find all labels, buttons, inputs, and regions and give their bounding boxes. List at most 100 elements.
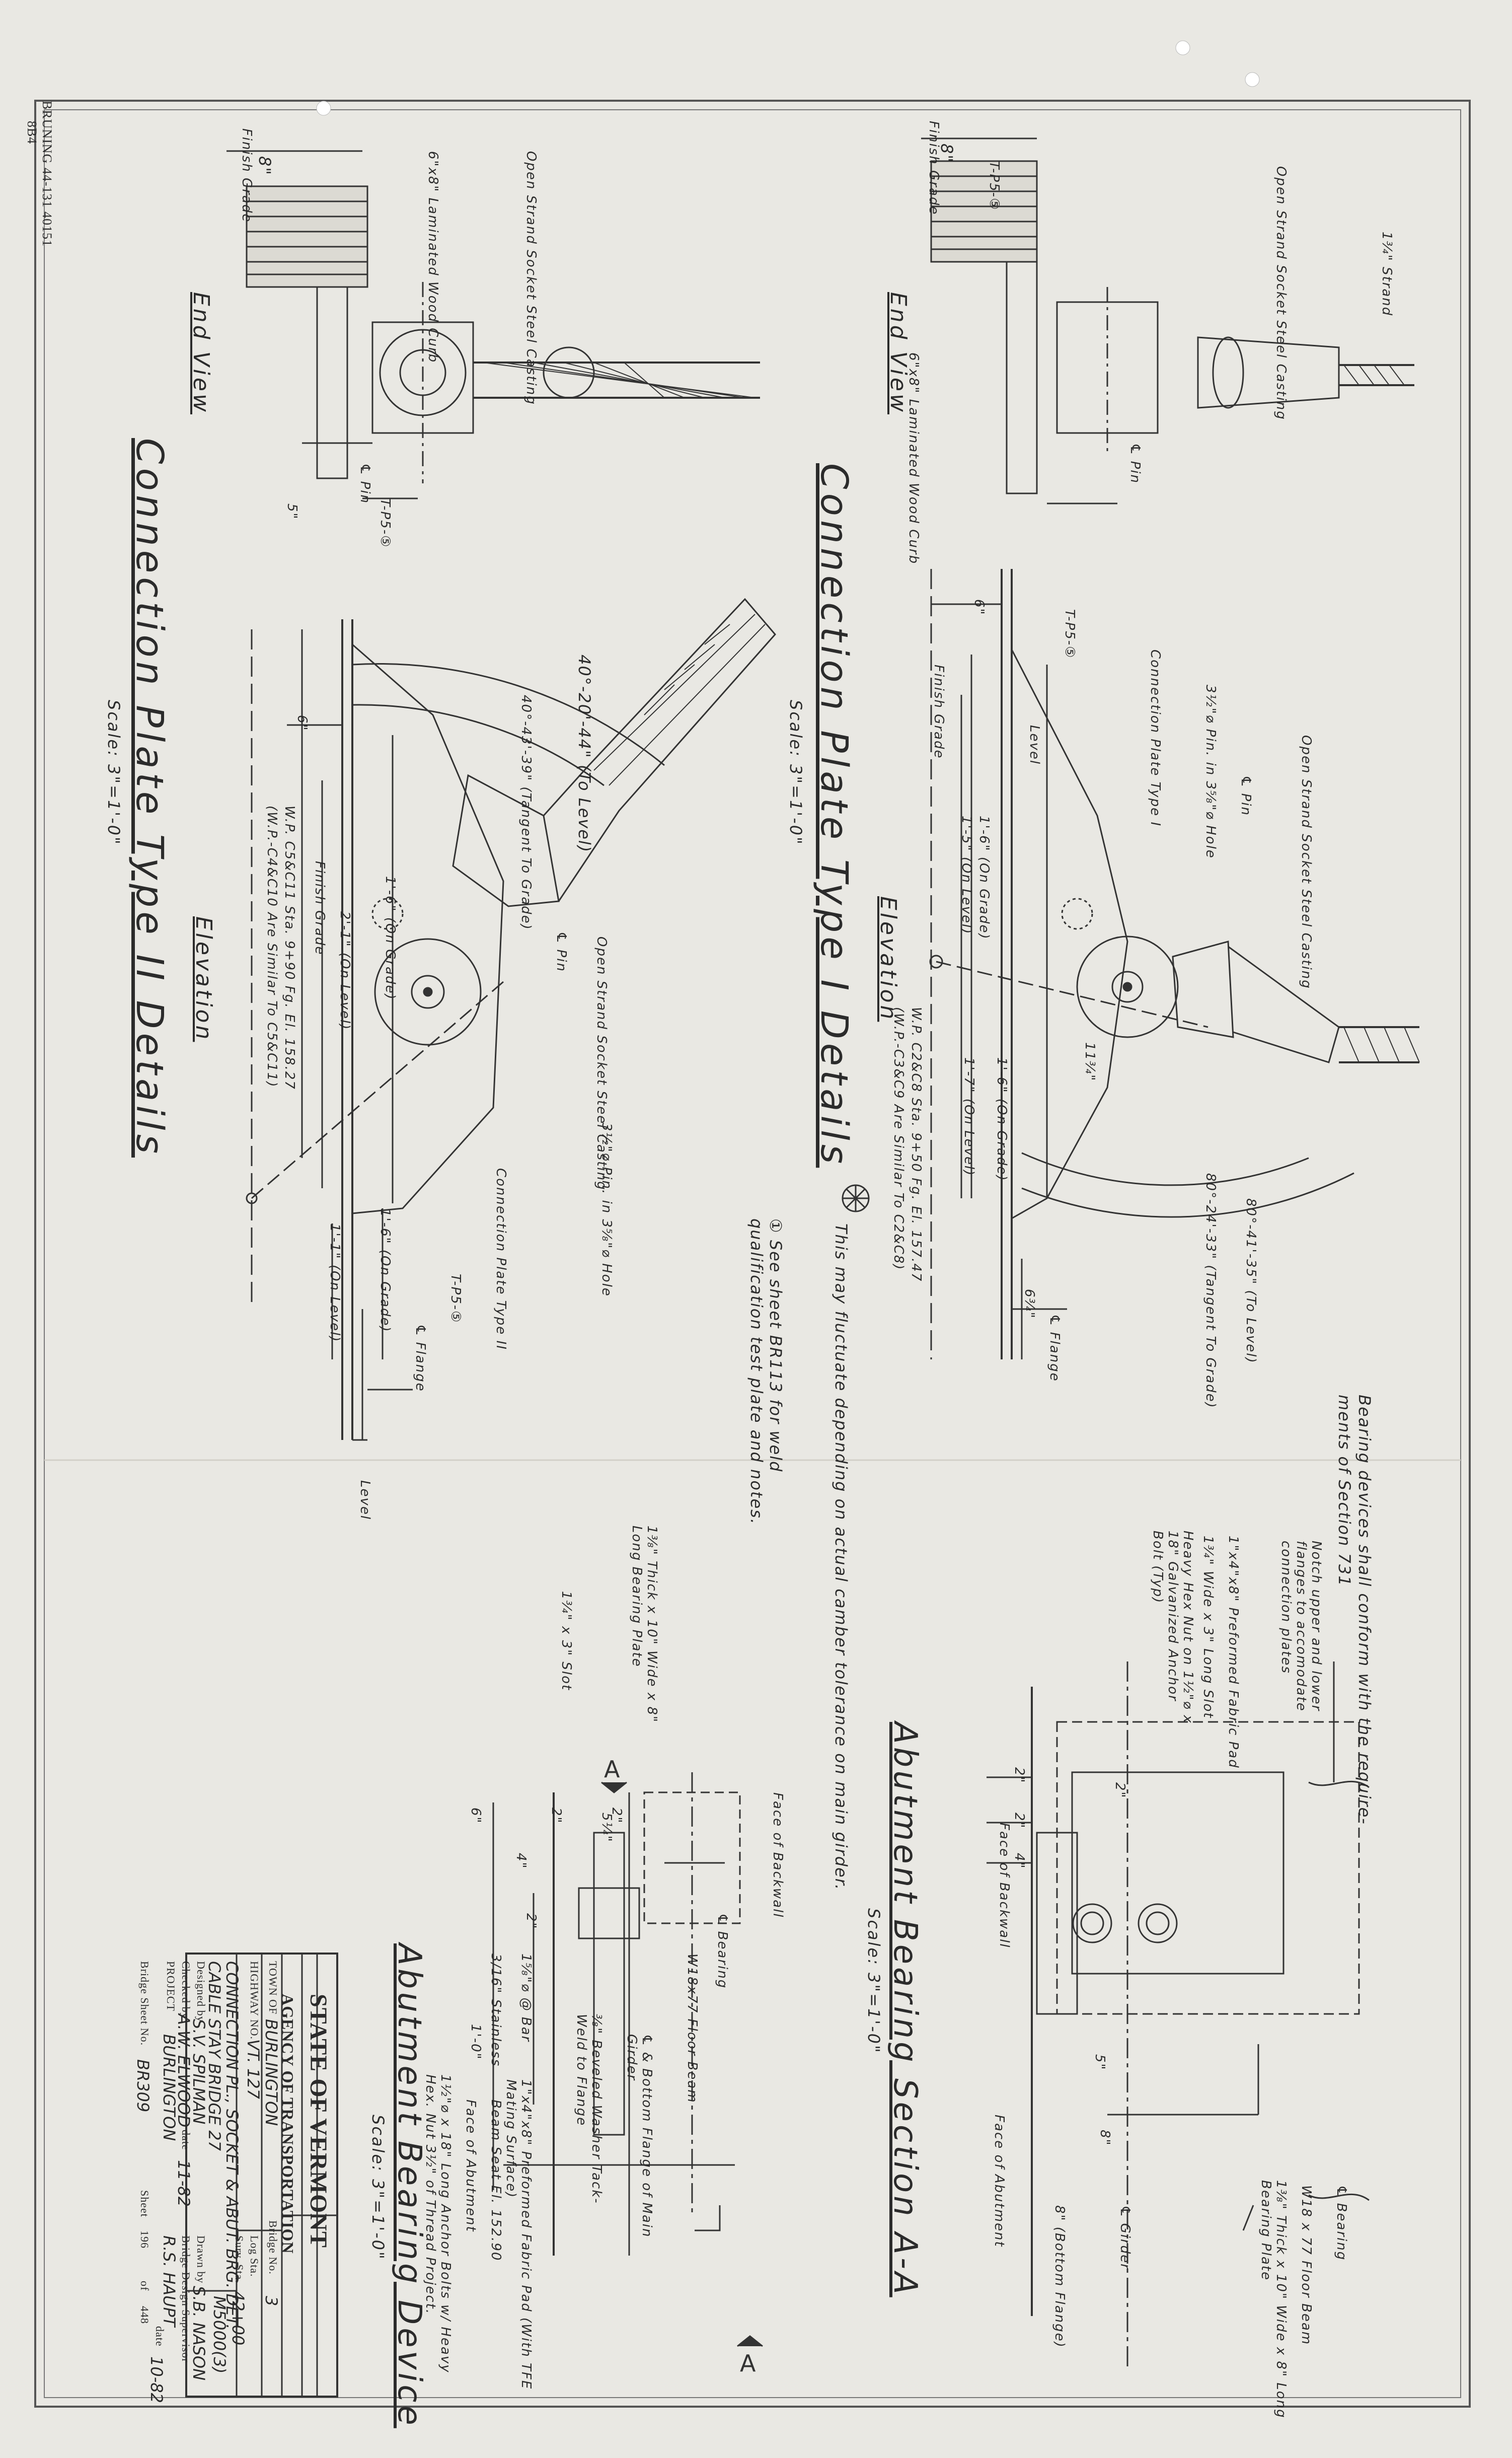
finish-grade-label: Finish Grade xyxy=(239,128,254,223)
dim-label: 1'-7" (On Level) xyxy=(961,1057,976,1177)
type-ii-elevation-label: Elevation xyxy=(191,916,216,1042)
tb-project-label: PROJECT xyxy=(165,1961,177,2011)
pin-centerline-label: ℄ Pin xyxy=(1127,443,1143,484)
dim-label: 8" xyxy=(1097,2130,1112,2146)
bearing-plate-label: 1⅜" Thick x 10" Wide x 8" Long Bearing P… xyxy=(1258,2180,1289,2419)
dim-label: 1'-6" (On Grade) xyxy=(377,1208,393,1333)
type-ii-scale: Scale: 3"=1'-0" xyxy=(104,700,123,846)
dim-label: 1'-0" xyxy=(468,2024,483,2060)
tb-bridge-no-label: Bridge No. xyxy=(267,2220,279,2275)
bearing-plate-label: 1⅜" Thick x 10" Wide x 8" Long Bearing P… xyxy=(629,1526,659,1723)
weld-tag: T-P5-⑤ xyxy=(448,1274,463,1324)
abutment-face-label: Face of Abutment xyxy=(463,2100,478,2232)
weld-tag: T-P5-⑤ xyxy=(377,498,393,548)
dim-label: 8" xyxy=(937,143,956,164)
dim-label: 2" xyxy=(523,1913,539,1930)
dim-label: 6" xyxy=(971,599,987,616)
wood-curb-label: 6"x8" Laminated Wood Curb xyxy=(906,352,921,565)
dim-label: 1'-6" (On Grade) xyxy=(994,1057,1009,1182)
notch-note: Notch upper and lower flanges to accomod… xyxy=(1278,1541,1324,1712)
punch-hole xyxy=(1175,40,1190,55)
angle-to-level-label: 80°-41'-35" (To Level) xyxy=(1243,1198,1258,1364)
anchor-bolt-label: 1½"⌀ x 18" Long Anchor Bolts w/ Heavy He… xyxy=(423,2074,453,2373)
weld-tag: T-P5-⑤ xyxy=(987,161,1002,211)
pin-hole-label: 3½"⌀ Pin. in 3⅝"⌀ Hole xyxy=(1203,685,1218,859)
weld-note: ① See sheet BR113 for weld qualification… xyxy=(747,1218,785,1525)
tb-town-label: TOWN OF xyxy=(267,1961,279,2015)
work-point-note: (W.P.-C4&C10 Are Similar To C5&C11) xyxy=(264,806,279,1088)
dim-label: 1'-1" (On Level) xyxy=(327,1223,342,1343)
tb-checked-label: Checked by xyxy=(180,1961,192,2019)
pin-hole-label: 3½"⌀ Pin. in 3⅝"⌀ Hole xyxy=(599,1123,614,1297)
beam-seat-label: Beam Seat El. 152.90 xyxy=(488,2100,503,2262)
bottom-flange-label: 8" (Bottom Flange) xyxy=(1052,2205,1067,2348)
dim-label: 1'-6" (On Grade) xyxy=(383,876,398,1000)
backwall-face-label: Face of Backwall xyxy=(770,1792,785,1918)
inner-border xyxy=(44,109,1461,2398)
punch-hole xyxy=(1245,72,1260,87)
dim-label: 8" xyxy=(255,156,274,176)
strand-label: 1¾" Strand xyxy=(1379,232,1394,317)
dim-label: 6¾" xyxy=(1022,1289,1037,1319)
slot-label: 1¾" x 3" Slot xyxy=(559,1591,574,1691)
floor-beam-label: W18x77 Floor Beam xyxy=(685,1954,700,2104)
type-ii-title: Connection Plate Type II Details xyxy=(128,438,171,1158)
tb-sheet-no: BR309 xyxy=(133,2059,153,2113)
stainless-label: 3/16" Stainless xyxy=(488,1954,503,2067)
flange-centerline-label: ℄ Flange xyxy=(1047,1314,1062,1382)
wood-curb-label: 6"x8" Laminated Wood Curb xyxy=(425,151,440,364)
backwall-face-label: Face of Backwall xyxy=(997,1823,1012,1948)
socket-casting-label: Open Strand Socket Steel Casting xyxy=(1273,166,1289,420)
tb-town: BURLINGTON xyxy=(262,2019,281,2126)
connection-plate-label: Connection Plate Type II xyxy=(493,1168,508,1350)
tb-sheet-word: Sheet xyxy=(138,2190,151,2217)
tb-log-sta-label: Log Sta. xyxy=(248,2235,261,2277)
anchor-bolt-label: Heavy Hex Nut on 1½"⌀ x 18" Galvanized A… xyxy=(1150,1531,1195,1724)
tb-date2: 10-82 xyxy=(147,2356,166,2403)
dim-label: 4" xyxy=(1012,1853,1027,1869)
camber-note-line: This may fluctuate depending on actual c… xyxy=(831,1223,851,1891)
work-point-label: W.P. C5&C11 Sta. 9+90 Fg. El. 158.27 xyxy=(282,806,297,1090)
main-girder-flange-label: ℄ & Bottom Flange of Main Girder xyxy=(624,2034,654,2238)
outer-border xyxy=(34,100,1471,2408)
level-label: Level xyxy=(357,1480,372,1521)
connection-plate-label: Connection Plate Type I xyxy=(1148,649,1163,827)
end-view-1-drawing xyxy=(226,150,760,499)
section-aa-title: Abutment Bearing Section A-A xyxy=(886,1722,924,2297)
title-block-frame xyxy=(185,1953,338,2398)
section-aa-drawing xyxy=(987,1661,1370,2366)
angle-to-level-label: 40°-20'-44" (To Level) xyxy=(575,655,594,853)
bearing-centerline-label: ℄ Bearing xyxy=(1334,2185,1349,2261)
pin-centerline-label: ℄ Pin xyxy=(357,463,372,504)
socket-casting-label: Open Strand Socket Steel Casting xyxy=(1299,735,1314,989)
weld-tag: T-P5-⑤ xyxy=(1062,609,1077,659)
socket-casting-label: Open Strand Socket Steel Casting xyxy=(523,151,539,405)
tb-supervisor: R.S. HAUPT xyxy=(160,2235,179,2327)
dim-label: 5" xyxy=(1092,2054,1107,2071)
dim-label: 1'-5" (On Level) xyxy=(959,816,974,935)
fabric-pad-label: 1"x4"x8" Preformed Fabric Pad xyxy=(1226,1536,1241,1769)
girder-centerline-label: ℄ Girder xyxy=(1117,2205,1132,2270)
tb-date1-label: date xyxy=(180,2130,192,2150)
section-aa-scale: Scale: 3"=1'-0" xyxy=(864,1908,883,2054)
dim-label: 2" xyxy=(1112,1782,1127,1799)
tb-project: BURLINGTON xyxy=(160,2034,179,2141)
tb-supervisor-label: Bridge Design Supervisor xyxy=(180,2235,192,2363)
tb-bridge-no: 3 xyxy=(262,2296,281,2306)
tb-drawn-label: Drawn by xyxy=(195,2235,207,2284)
work-point-note: (W.P.-C3&C9 Are Similar To C2&C8) xyxy=(891,1007,906,1271)
end-view-2-drawing xyxy=(921,137,1414,504)
tb-date2-label: date xyxy=(154,2326,166,2347)
type-ii-elevation-drawing xyxy=(246,598,776,1441)
corner-code: 8B4 xyxy=(25,121,39,144)
work-point-label: W.P. C2&C8 Sta. 9+50 Fg. El. 157.47 xyxy=(909,1007,924,1282)
tb-highway-label: HIGHWAY NO. xyxy=(248,1961,261,2040)
stamp-text: BRUNING 44-131 40151 xyxy=(40,101,54,247)
end-view-1-title: End View xyxy=(188,292,214,414)
level-label: Level xyxy=(1027,725,1042,765)
dim-label: 1'-6" (On Grade) xyxy=(976,816,992,940)
tb-of-word: of xyxy=(138,2281,151,2291)
dim-label: 2" xyxy=(609,1808,624,1824)
bar-label: 1⅝"⌀ @ Bar xyxy=(518,1954,534,2043)
